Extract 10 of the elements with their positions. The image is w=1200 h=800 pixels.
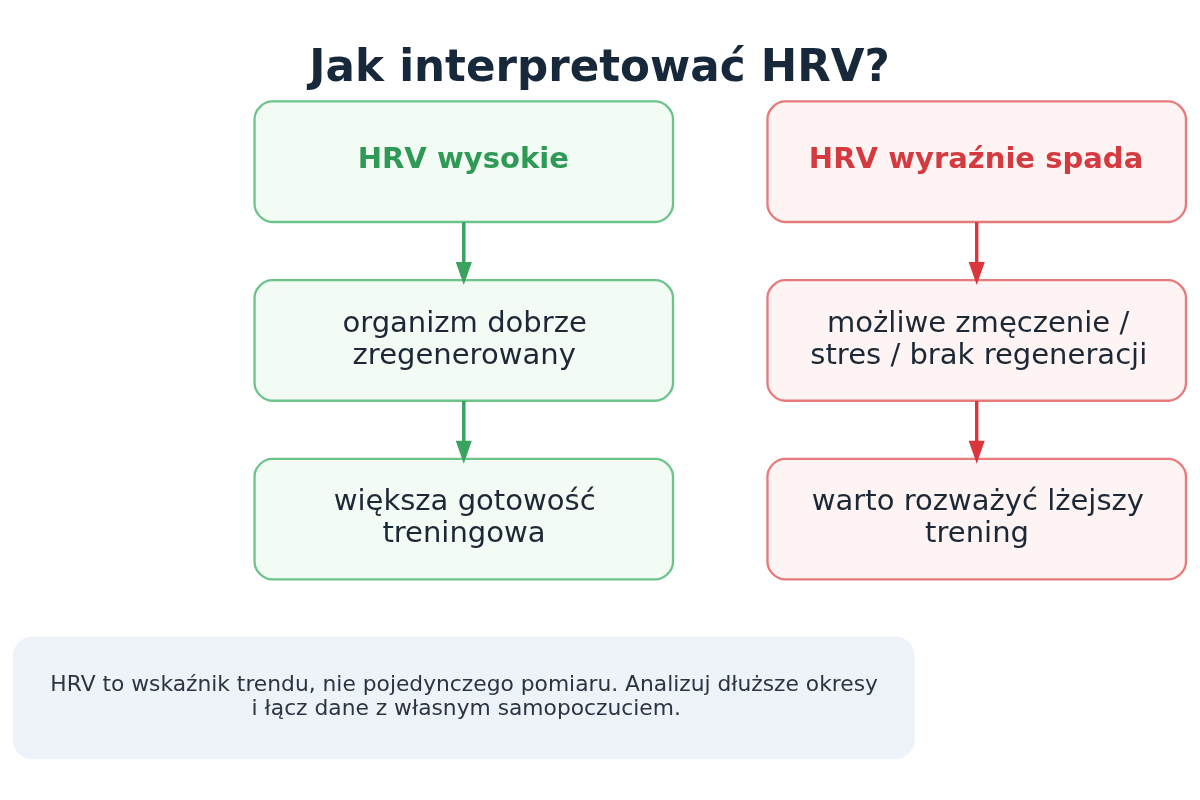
node-box: HRV wyraźnie spada (766, 100, 1188, 224)
arrow (455, 222, 472, 286)
node-box: większa gotowość treningowa (253, 457, 675, 581)
node-box: organizm dobrze zregenerowany (253, 278, 675, 402)
node-box: warto rozważyć lżejszy trening (766, 457, 1188, 581)
node-box: możliwe zmęczenie / stres / brak regeneracji (766, 278, 1188, 402)
arrow (968, 222, 985, 286)
arrow (968, 400, 985, 464)
node-box: HRV wysokie (253, 100, 675, 224)
arrow (455, 400, 472, 464)
